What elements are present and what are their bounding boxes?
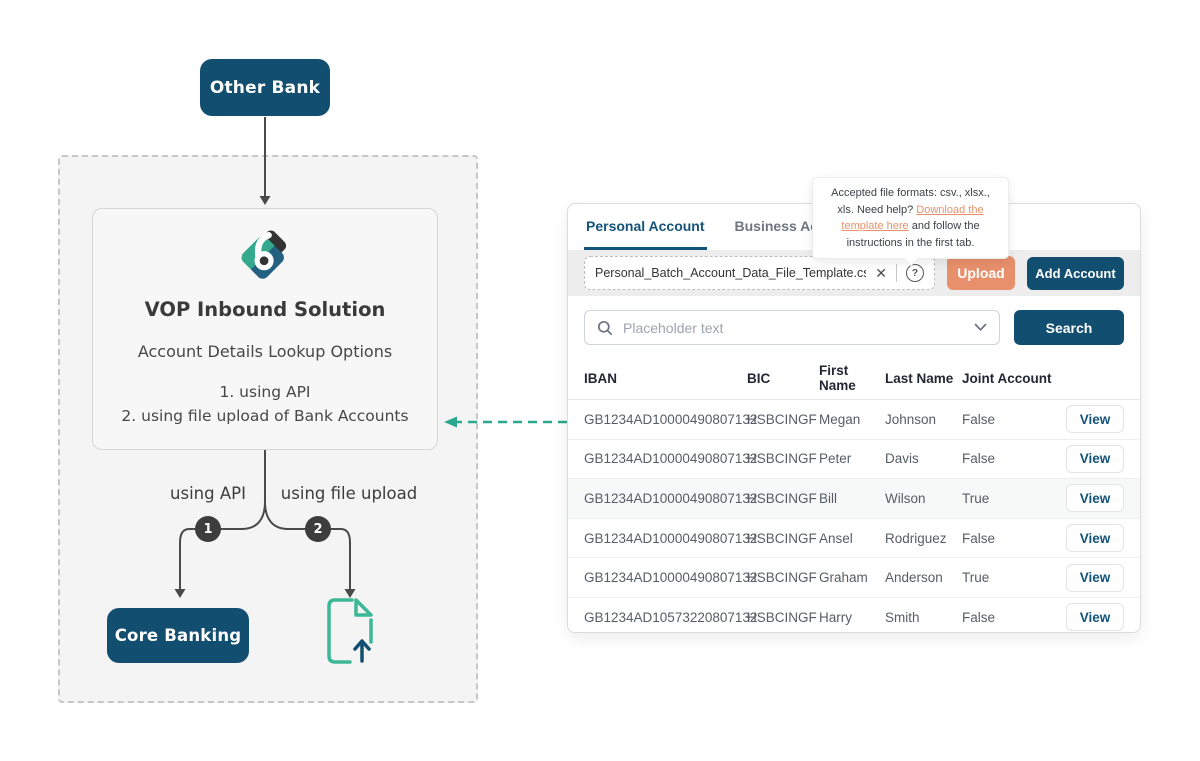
cell-joint-account: True xyxy=(962,570,990,586)
table-row: GB1234AD10573220807132 HSBCINGF Harry Sm… xyxy=(568,598,1140,632)
tooltip-text-before: Accepted file formats: csv., xlsx., xls.… xyxy=(831,187,990,216)
cell-first-name: Bill xyxy=(819,490,838,506)
tab-personal-account[interactable]: Personal Account xyxy=(584,204,707,250)
cell-iban: GB1234AD10573220807132 xyxy=(584,609,758,625)
cell-last-name: Johnson xyxy=(885,411,937,427)
vop-solution-box: VOP Inbound Solution Account Details Loo… xyxy=(92,208,438,450)
header-bic: BIC xyxy=(747,370,771,386)
cell-last-name: Anderson xyxy=(885,570,943,586)
uploaded-file-name: Personal_Batch_Account_Data_File_Templat… xyxy=(595,266,867,280)
header-joint-account: Joint Account xyxy=(962,370,1052,386)
solution-title: VOP Inbound Solution xyxy=(144,298,386,321)
branch-number-badge-2: 2 xyxy=(305,516,331,542)
header-iban: IBAN xyxy=(584,370,617,386)
table-row: GB1234AD10000490807132 HSBCINGF Megan Jo… xyxy=(568,400,1140,440)
search-row: Search xyxy=(568,296,1140,355)
cell-bic: HSBCINGF xyxy=(747,530,817,546)
cell-joint-account: False xyxy=(962,411,996,427)
cell-first-name: Graham xyxy=(819,570,868,586)
view-button[interactable]: View xyxy=(1066,563,1124,592)
cell-iban: GB1234AD10000490807132 xyxy=(584,411,758,427)
cell-iban: GB1234AD10000490807132 xyxy=(584,490,758,506)
cell-bic: HSBCINGF xyxy=(747,609,817,625)
option-file-upload: 2. using file upload of Bank Accounts xyxy=(121,407,409,426)
vop-logo-icon xyxy=(241,230,287,279)
upload-button[interactable]: Upload xyxy=(947,256,1015,290)
accounts-table: IBAN BIC First Name Last Name Joint Acco… xyxy=(568,357,1140,632)
option-api: 1. using API xyxy=(219,383,311,401)
search-box xyxy=(584,310,1000,345)
header-first-name: First Name xyxy=(819,363,856,393)
cell-first-name: Harry xyxy=(819,609,852,625)
solution-subtitle: Account Details Lookup Options xyxy=(137,342,393,361)
view-button[interactable]: View xyxy=(1066,444,1124,473)
table-row: GB1234AD10000490807132 HSBCINGF Peter Da… xyxy=(568,440,1140,480)
cell-iban: GB1234AD10000490807132 xyxy=(584,530,758,546)
solution-options: 1. using API 2. using file upload of Ban… xyxy=(121,380,408,428)
table-row: GB1234AD10000490807132 HSBCINGF Bill Wil… xyxy=(568,479,1140,519)
cell-last-name: Davis xyxy=(885,451,919,467)
cell-first-name: Peter xyxy=(819,451,852,467)
close-icon[interactable]: ✕ xyxy=(875,265,887,281)
branch-number-badge-1: 1 xyxy=(195,516,221,542)
cell-bic: HSBCINGF xyxy=(747,570,817,586)
branch-api-label: using API xyxy=(170,484,246,503)
header-last-name: Last Name xyxy=(885,370,954,386)
cell-last-name: Rodriguez xyxy=(885,530,947,546)
view-button[interactable]: View xyxy=(1066,603,1124,632)
cell-first-name: Ansel xyxy=(819,530,853,546)
cell-joint-account: False xyxy=(962,530,996,546)
cell-joint-account: False xyxy=(962,609,996,625)
other-bank-node[interactable]: Other Bank xyxy=(200,59,330,116)
cell-bic: HSBCINGF xyxy=(747,490,817,506)
cell-joint-account: False xyxy=(962,451,996,467)
view-button[interactable]: View xyxy=(1066,524,1124,553)
chip-divider xyxy=(896,264,897,282)
help-icon[interactable]: ? xyxy=(906,264,924,282)
tooltip-text-after: and follow the instructions in the first… xyxy=(846,220,980,249)
view-button[interactable]: View xyxy=(1066,405,1124,434)
uploaded-file-chip: Personal_Batch_Account_Data_File_Templat… xyxy=(584,256,935,290)
view-button[interactable]: View xyxy=(1066,484,1124,513)
cell-iban: GB1234AD10000490807132 xyxy=(584,451,758,467)
cell-bic: HSBCINGF xyxy=(747,451,817,467)
table-row: GB1234AD10000490807132 HSBCINGF Graham A… xyxy=(568,558,1140,598)
cell-first-name: Megan xyxy=(819,411,861,427)
download-template-link[interactable]: Download the template here xyxy=(841,203,984,233)
chevron-down-icon[interactable] xyxy=(974,323,987,332)
file-upload-target xyxy=(325,597,377,670)
table-header-row: IBAN BIC First Name Last Name Joint Acco… xyxy=(568,357,1140,400)
cell-joint-account: True xyxy=(962,490,990,506)
search-input[interactable] xyxy=(621,318,966,337)
cell-last-name: Smith xyxy=(885,609,920,625)
table-row: GB1234AD10000490807132 HSBCINGF Ansel Ro… xyxy=(568,519,1140,559)
file-format-tooltip: Accepted file formats: csv., xlsx., xls.… xyxy=(812,177,1009,259)
add-account-button[interactable]: Add Account xyxy=(1027,256,1124,290)
cell-bic: HSBCINGF xyxy=(747,411,817,427)
cell-iban: GB1234AD10000490807132 xyxy=(584,570,758,586)
search-icon xyxy=(597,320,613,335)
core-banking-node[interactable]: Core Banking xyxy=(107,608,249,663)
search-button[interactable]: Search xyxy=(1014,310,1124,345)
cell-last-name: Wilson xyxy=(885,490,926,506)
branch-file-label: using file upload xyxy=(280,484,418,503)
account-panel: Personal Account Business Account Person… xyxy=(567,203,1141,633)
file-upload-icon xyxy=(327,598,373,664)
